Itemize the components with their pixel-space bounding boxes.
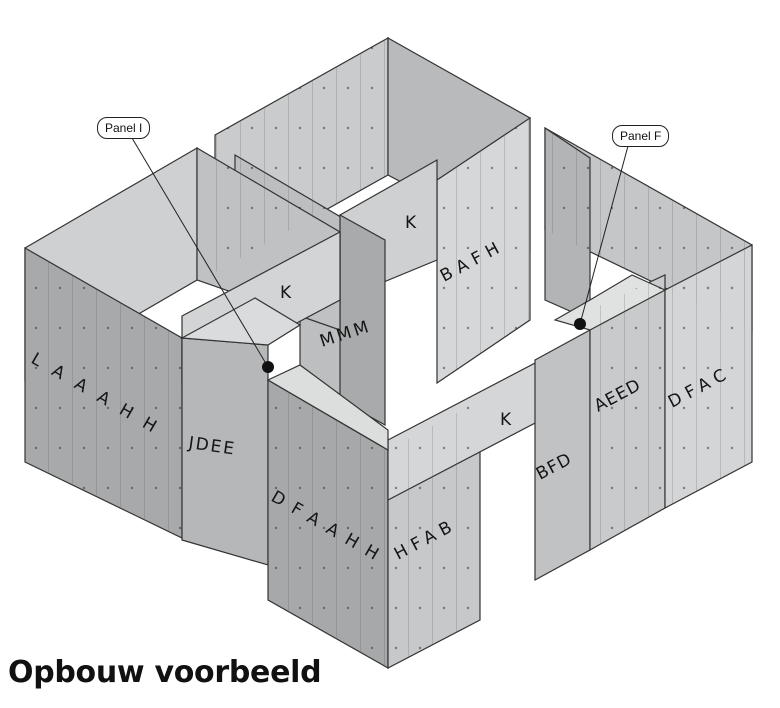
panel-f-marker <box>574 318 586 330</box>
panel-i-callout: Panel I <box>97 117 151 139</box>
figure-caption: Opbouw voorbeeld <box>8 655 322 690</box>
middle-wall-face <box>339 213 386 427</box>
label-back-top: K <box>405 213 417 233</box>
panel-seams <box>25 38 752 668</box>
panel-i-marker <box>262 361 274 373</box>
panel-f-callout: Panel F <box>612 125 670 147</box>
label-middle-beam: K <box>280 283 292 303</box>
label-front-beam: K <box>500 410 512 430</box>
callout-leaders <box>131 137 629 368</box>
front-left-cap <box>266 364 389 452</box>
